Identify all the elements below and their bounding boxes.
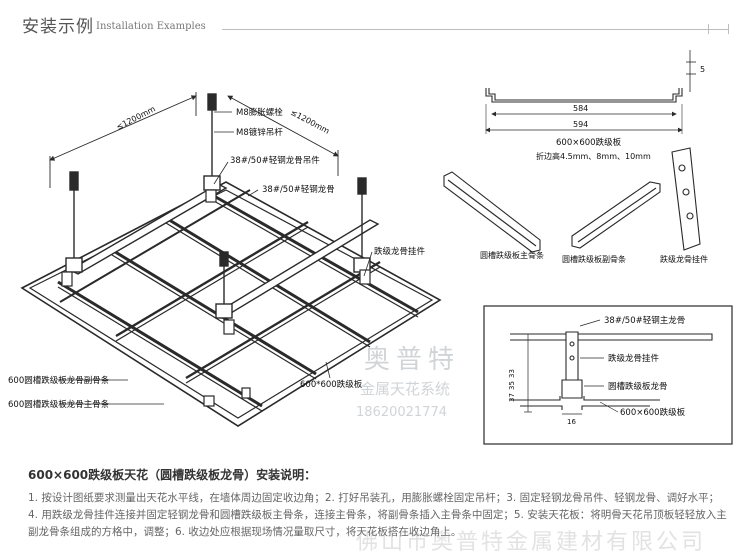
leader-lines <box>58 111 373 405</box>
header-rule <box>222 29 728 30</box>
watermark: 奥普特 金属天花系统 18620021774 <box>356 345 460 420</box>
dimension-lines <box>49 92 339 188</box>
detail-dim-h2: 35 <box>508 381 516 390</box>
panel-profile-inner <box>488 88 680 101</box>
detail-label-tee: 圆槽跌级板龙骨 <box>608 381 668 392</box>
section-header: 安装示例 Installation Examples <box>0 0 750 44</box>
keel-clips <box>61 189 371 407</box>
dim-right-label: ≤1200mm <box>289 108 331 136</box>
detail-drawing <box>483 305 733 445</box>
detail-tee <box>561 379 583 399</box>
section-dim-bottom: 594 <box>573 120 588 129</box>
section-title: 安装示例 <box>22 17 94 37</box>
cross-tees <box>59 189 381 384</box>
detail-dim-h3: 37 <box>508 393 516 402</box>
part-label-main-tee: 圆槽跌级板主骨条 <box>480 250 544 260</box>
dim-left-label: ≤1200mm <box>115 104 157 131</box>
company-watermark: 佛山市奥普特金属建材有限公司 <box>356 530 707 555</box>
detail-label-keel: 38#/50#轻钢主龙骨 <box>604 315 685 326</box>
header-rule-tick <box>728 24 729 34</box>
section-panel-name: 600×600跌级板 <box>556 137 622 148</box>
header-rule-tick <box>708 24 709 34</box>
detail-dim-w: 16 <box>567 418 576 426</box>
section-fold-heights: 折边高4.5mm、8mm、10mm <box>536 151 651 161</box>
label-keel: 38#/50#轻钢龙骨 <box>262 184 335 195</box>
detail-frame <box>483 305 733 445</box>
watermark-line2: 18620021774 <box>356 405 447 420</box>
detail-dim-h1: 33 <box>508 369 516 378</box>
watermark-logo: 奥普特 <box>364 345 460 375</box>
edge-angle <box>20 181 442 427</box>
instructions-body: 1. 按设计图纸要求测量出天花水平线，在墙体周边固定收边角；2. 打好吊装孔，用… <box>28 492 727 538</box>
label-rod: M8镀锌吊杆 <box>236 127 283 138</box>
detail-label-panel: 600×600跌级板 <box>620 407 686 418</box>
section-dim-side: 5 <box>700 65 705 74</box>
installation-diagram: ≤1200mm ≤1200mm M8膨胀螺栓 M8镀锌吊杆 38#/50#轻钢龙… <box>8 50 733 445</box>
panel-section-drawing <box>485 50 696 134</box>
part-cross-tee <box>571 181 661 249</box>
label-panel: 600*600跌级板 <box>300 379 363 390</box>
section-subtitle: Installation Examples <box>96 21 206 32</box>
watermark-line1: 金属天花系统 <box>360 380 450 398</box>
installation-instructions: 600×600跌级板天花（圆槽跌级板龙骨）安装说明： 1. 按设计图纸要求测量出… <box>28 466 728 541</box>
detail-keel <box>510 333 713 341</box>
part-main-tee <box>443 171 541 253</box>
instructions-title: 600×600跌级板天花（圆槽跌级板龙骨）安装说明： <box>28 468 317 482</box>
hanger-rods <box>65 93 371 319</box>
part-label-cross-tee: 圆槽跌级板副骨条 <box>562 254 626 264</box>
part-label-clip: 跌级龙骨挂件 <box>660 254 708 264</box>
panel-profile <box>485 88 683 103</box>
light-steel-keels <box>68 183 380 317</box>
label-clip: 跌级龙骨挂件 <box>374 246 426 257</box>
ceiling-grid-assembly <box>20 92 442 427</box>
label-bolt: M8膨胀螺栓 <box>236 107 283 118</box>
detail-panel <box>510 396 660 401</box>
label-hanger: 38#/50#轻钢龙骨吊件 <box>230 155 320 166</box>
label-cross-tee: 600圆槽跌级板龙骨副骨条 <box>8 375 110 386</box>
detail-label-clip: 跌级龙骨挂件 <box>608 353 660 364</box>
parts-drawings <box>443 147 701 253</box>
part-clip <box>671 147 701 251</box>
label-main-tee: 600圆槽跌级板龙骨主骨条 <box>8 399 110 410</box>
section-dim-top: 584 <box>573 104 588 113</box>
